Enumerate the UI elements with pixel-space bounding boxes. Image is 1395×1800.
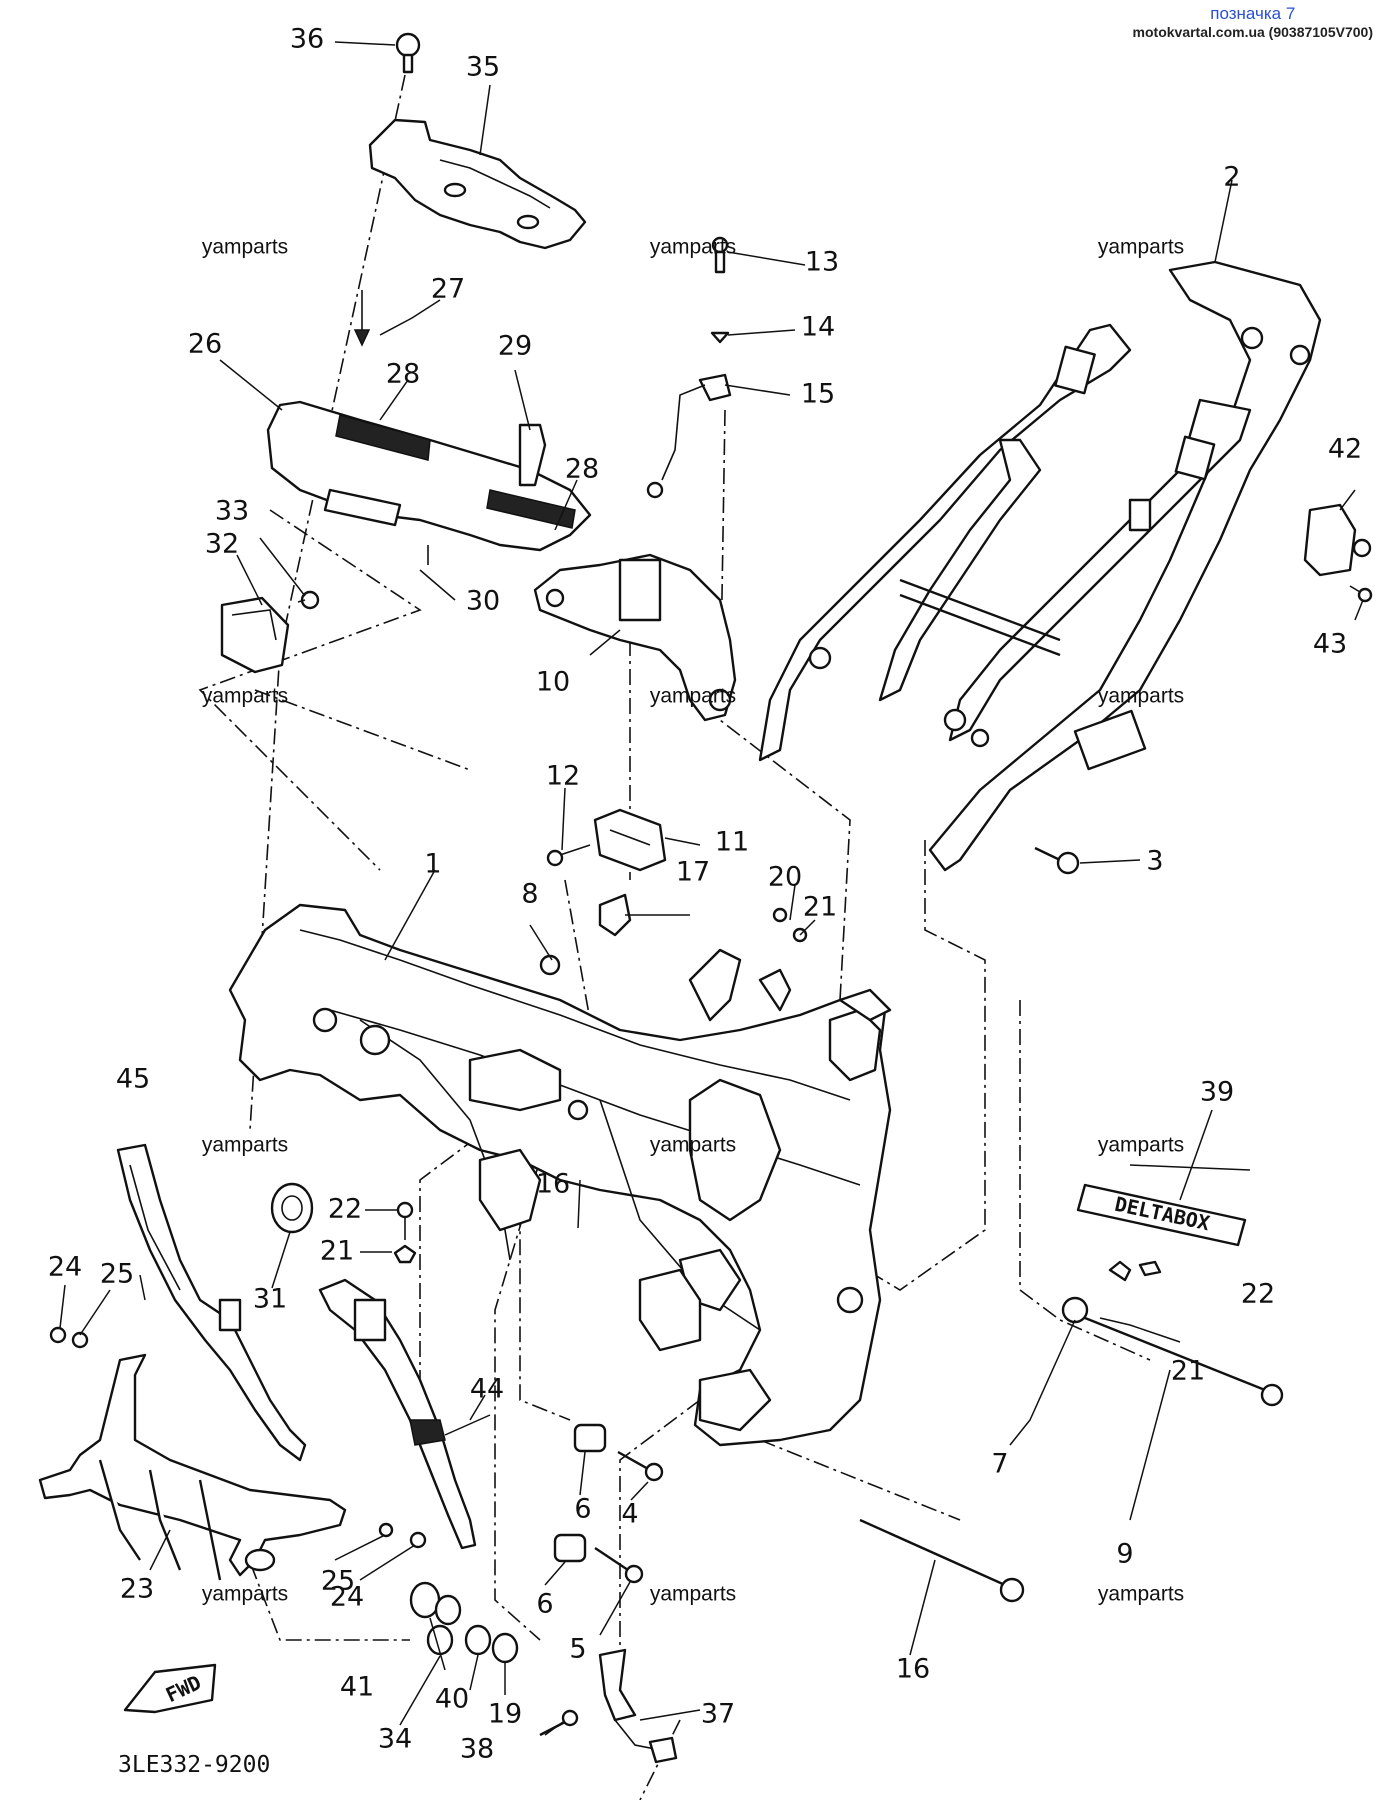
callout-21b: 21	[320, 1236, 354, 1267]
watermark: yamparts	[1098, 1134, 1184, 1157]
header-label: позначка 7	[1210, 4, 1296, 23]
watermark: yamparts	[650, 685, 736, 708]
callout-4: 4	[621, 1499, 638, 1530]
bushings-6	[553, 1423, 664, 1584]
washers	[409, 1581, 519, 1664]
callout-17: 17	[676, 857, 710, 888]
callout-43: 43	[1313, 629, 1347, 660]
drawing-number: 3LE332-9200	[118, 1752, 271, 1778]
bushing-31	[270, 1182, 314, 1234]
engine-guard-23	[38, 1326, 427, 1581]
callout-28b: 28	[565, 454, 599, 485]
callout-36: 36	[290, 24, 324, 55]
watermark: yamparts	[650, 1134, 736, 1157]
callout-23: 23	[120, 1574, 154, 1605]
callout-33: 33	[215, 496, 249, 527]
callout-25b: 25	[321, 1566, 355, 1597]
callout-25: 25	[100, 1259, 134, 1290]
callout-19: 19	[488, 1699, 522, 1730]
callout-21c: 21	[1171, 1356, 1205, 1387]
fasteners-left	[360, 1201, 417, 1264]
bracket-42	[1303, 503, 1373, 603]
bracket-35	[368, 32, 587, 250]
callout-41: 41	[340, 1672, 374, 1703]
header-source: motokvartal.com.ua (90387105V700)	[1132, 24, 1373, 40]
watermark: yamparts	[202, 685, 288, 708]
callout-9: 9	[1116, 1539, 1133, 1570]
callout-26: 26	[188, 329, 222, 360]
callout-29: 29	[498, 331, 532, 362]
watermark: yamparts	[650, 236, 736, 259]
callout-22b: 22	[1241, 1279, 1275, 1310]
callout-30: 30	[466, 586, 500, 617]
subframe-2	[758, 260, 1322, 872]
header: позначка 7 motokvartal.com.ua (90387105V…	[1133, 4, 1373, 41]
callout-38: 38	[460, 1734, 494, 1765]
sensor-37	[539, 1648, 678, 1764]
callout-15: 15	[801, 379, 835, 410]
bolt-3	[1034, 846, 1080, 875]
cover-45	[116, 1143, 307, 1462]
callout-10: 10	[536, 667, 570, 698]
callout-42: 42	[1328, 434, 1362, 465]
callout-2: 2	[1223, 162, 1240, 193]
callout-35: 35	[466, 52, 500, 83]
callout-22: 22	[328, 1194, 362, 1225]
callout-7: 7	[991, 1449, 1008, 1480]
callout-45: 45	[116, 1064, 150, 1095]
callout-11: 11	[715, 827, 749, 858]
callout-16: 16	[536, 1169, 570, 1200]
watermark: yamparts	[1098, 685, 1184, 708]
callouts: 1 2 3 4 5 6 6 7 8 9 10 11 12 13 14 15 16…	[48, 24, 1362, 1765]
callout-8: 8	[521, 879, 538, 910]
cover-44	[318, 1278, 477, 1550]
callout-5: 5	[569, 1634, 586, 1665]
fwd-arrow: FWD	[123, 1663, 217, 1714]
callout-40: 40	[435, 1684, 469, 1715]
callout-14: 14	[801, 312, 835, 343]
watermark: yamparts	[202, 1583, 288, 1606]
callout-13: 13	[805, 247, 839, 278]
callout-20: 20	[768, 862, 802, 893]
callout-32: 32	[205, 529, 239, 560]
watermark: yamparts	[202, 1134, 288, 1157]
callout-44: 44	[470, 1374, 504, 1405]
watermark: yamparts	[1098, 236, 1184, 259]
callout-16b: 16	[896, 1654, 930, 1685]
plate-26	[266, 290, 592, 565]
callout-3: 3	[1146, 846, 1163, 877]
callout-1: 1	[424, 849, 441, 880]
long-bolts	[859, 1260, 1284, 1603]
callout-12: 12	[546, 761, 580, 792]
callout-24: 24	[48, 1252, 82, 1283]
watermarks: yamparts yamparts yamparts yamparts yamp…	[202, 236, 1184, 1606]
callout-39: 39	[1200, 1077, 1234, 1108]
main-frame-1	[228, 893, 892, 1447]
callout-6: 6	[574, 1494, 591, 1525]
bracket-10	[533, 236, 737, 722]
callout-27: 27	[431, 274, 465, 305]
mount-11	[546, 808, 667, 872]
watermark: yamparts	[1098, 1583, 1184, 1606]
callout-24b: 24	[330, 1582, 364, 1613]
watermark: yamparts	[650, 1583, 736, 1606]
callout-28: 28	[386, 359, 420, 390]
callout-6b: 6	[536, 1589, 553, 1620]
callout-31: 31	[253, 1284, 287, 1315]
callout-34: 34	[378, 1724, 412, 1755]
bracket-32	[220, 590, 320, 674]
watermark: yamparts	[202, 236, 288, 259]
deltabox-badge-39: DELTABOX	[1076, 1183, 1247, 1247]
leader-lines	[59, 41, 1364, 1736]
callout-21: 21	[803, 892, 837, 923]
callout-37: 37	[701, 1699, 735, 1730]
